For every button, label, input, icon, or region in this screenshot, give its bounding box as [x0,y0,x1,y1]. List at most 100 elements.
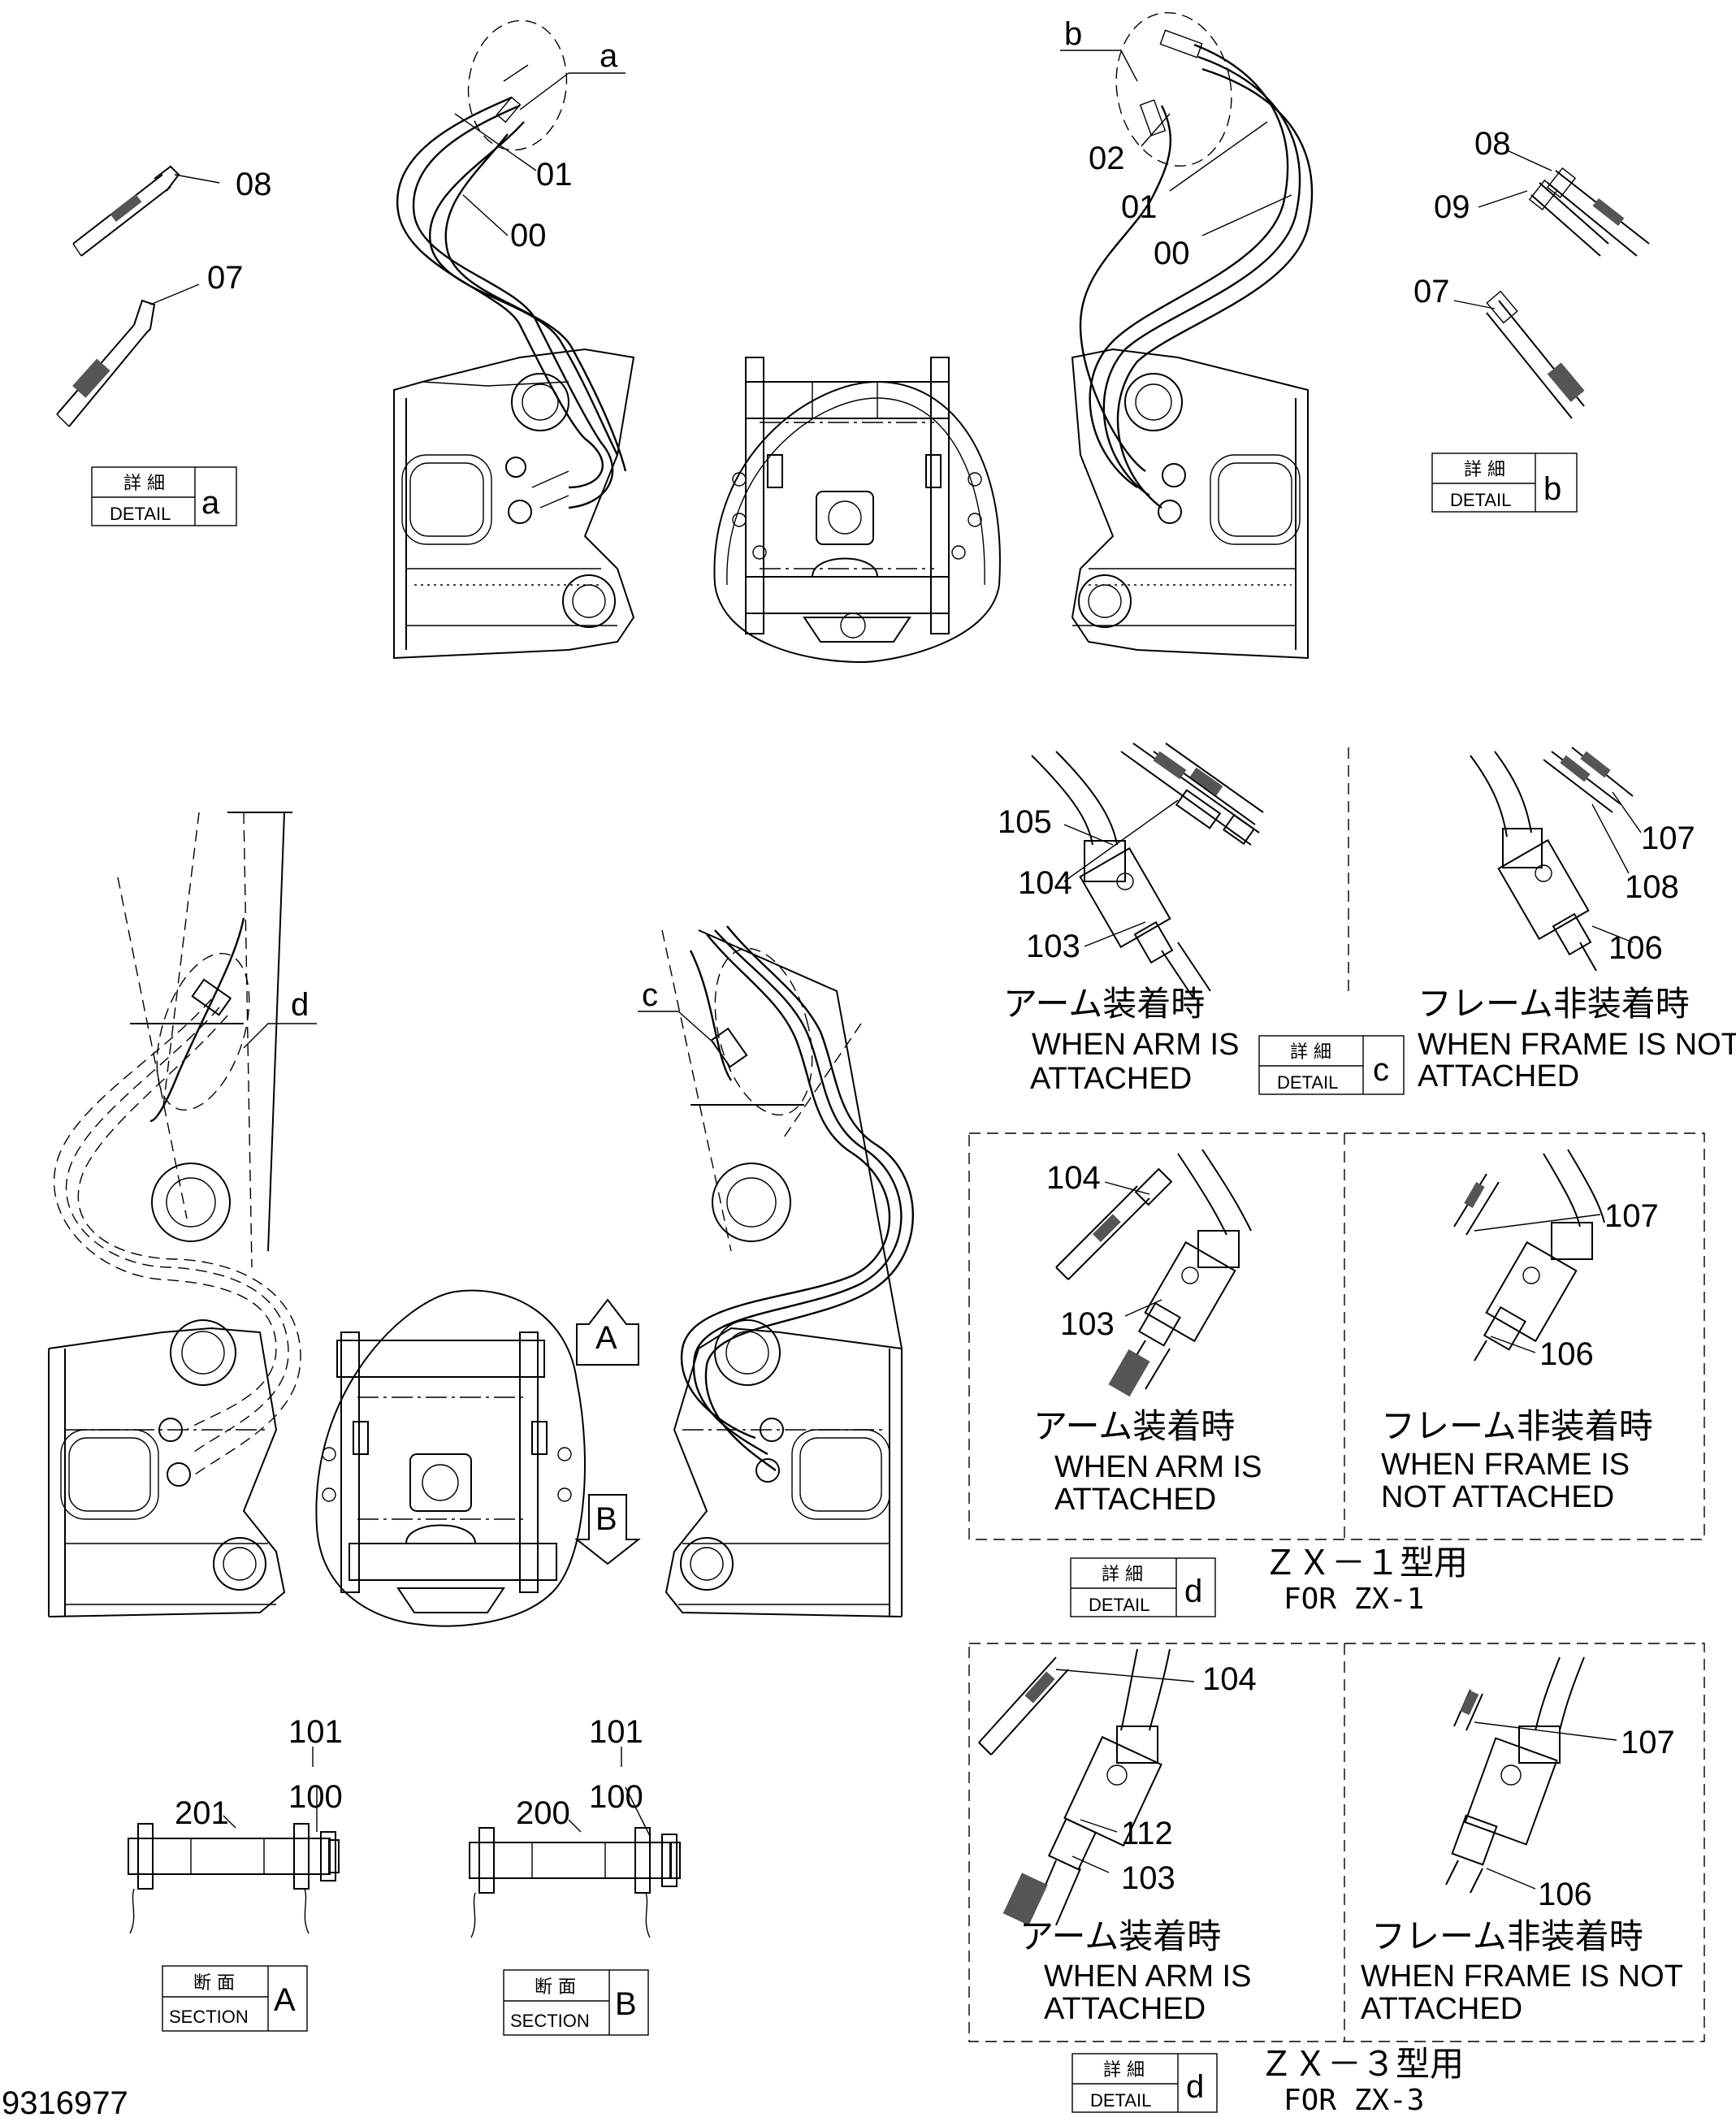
svg-text:b: b [1543,471,1561,507]
callout-detail-d1-106: 106 [1539,1336,1594,1372]
caption-d3-frame-jp: フレーム非装着時 [1371,1916,1643,1956]
callout-section-b-200: 200 [516,1795,570,1831]
caption-d3-frame-en-2: ATTACHED [1361,1992,1522,2026]
svg-text:B: B [595,1501,617,1537]
leader-d3-103 [1071,1855,1110,1873]
mid-right-boom [661,929,903,1617]
caption-zx1-jp: ＺＸ－１型用 [1263,1543,1468,1583]
detail-a-fitting-07 [56,299,156,427]
callout-top-left-01: 01 [536,157,573,193]
mid-right-hoses [680,925,914,1471]
svg-text:d: d [1186,2069,1204,2105]
callout-detail-a-07: 07 [207,260,244,296]
view-arrow-a: A [576,1298,639,1366]
callout-section-b-100: 100 [589,1779,643,1815]
callout-detail-d3-103: 103 [1121,1860,1175,1896]
callout-detail-d: d [291,987,309,1023]
callout-detail-c-105: 105 [998,804,1052,840]
section-b-drawing [469,1747,681,1938]
svg-text:SECTION: SECTION [510,2011,590,2031]
callout-detail-b-09: 09 [1434,189,1470,225]
caption-d3-arm-en-2: ATTACHED [1044,1992,1206,2026]
leader-d3-112 [1080,1819,1118,1833]
mid-center-base [315,1289,586,1627]
leader-c-103 [1084,921,1146,947]
detail-tag-b: 詳 細 DETAIL b [1431,452,1578,513]
callout-section-b-101: 101 [589,1714,643,1750]
leader-08a [174,174,220,184]
leader-07a [149,284,200,305]
section-tag-b: 断 面 SECTION B [503,1969,649,2036]
top-left-hoses [396,19,627,509]
detail-d3-right-drawing [1445,1656,1585,1894]
svg-text:詳 細: 詳 細 [123,474,165,494]
leader-09b [1478,190,1528,208]
svg-text:c: c [1373,1052,1389,1088]
callout-section-a-100: 100 [288,1779,343,1815]
detail-d1-right-drawing [1453,1149,1605,1362]
leader-d1-103 [1124,1299,1162,1317]
drawing-number: 9316977 [2,2085,128,2121]
svg-text:DETAIL: DETAIL [1450,490,1511,510]
callout-detail-a: a [600,38,618,74]
callout-detail-c-106: 106 [1608,930,1663,966]
caption-c-frame-en-1: WHEN FRAME IS NOT [1418,1028,1736,1062]
view-arrow-b: B [574,1494,641,1565]
callout-section-a-101: 101 [288,1714,343,1750]
caption-c-frame-jp: フレーム非装着時 [1418,984,1690,1024]
detail-d3-frame [968,1643,1705,2042]
top-left-frame [393,348,635,660]
caption-zx3-en: FOR ZX-3 [1284,2084,1424,2117]
svg-text:詳 細: 詳 細 [1103,2060,1145,2081]
svg-text:詳 細: 詳 細 [1464,460,1505,480]
leader-c [638,1011,716,1045]
svg-text:B: B [615,1986,637,2022]
detail-d3-left-drawing [978,1648,1171,1926]
svg-text:断 面: 断 面 [193,1973,235,1994]
callout-detail-c-103: 103 [1026,929,1080,964]
caption-d1-arm-en-1: WHEN ARM IS [1054,1450,1262,1484]
callout-detail-b-07: 07 [1413,274,1450,310]
callout-section-a-201: 201 [175,1795,229,1831]
leader-d1-107 [1474,1214,1601,1232]
callout-detail-c-108: 108 [1625,869,1679,905]
caption-c-arm-en-1: WHEN ARM IS [1032,1028,1239,1062]
detail-b-fittings [1486,167,1650,419]
svg-text:a: a [201,485,220,521]
caption-c-arm-en-2: ATTACHED [1030,1062,1192,1096]
leader-08b [1506,149,1552,171]
leader-d [243,1023,317,1049]
caption-d3-frame-en-1: WHEN FRAME IS NOT [1361,1959,1683,1994]
callout-detail-b: b [1064,16,1082,52]
caption-d3-arm-jp: アーム装着時 [1020,1916,1221,1956]
caption-c-arm-jp: アーム装着時 [1003,984,1205,1024]
callout-detail-c-107: 107 [1641,821,1695,856]
svg-text:詳 細: 詳 細 [1290,1042,1331,1063]
leader-d1-106 [1490,1336,1536,1353]
leader-d1-104 [1104,1181,1150,1195]
svg-text:断 面: 断 面 [535,1977,576,1998]
svg-text:A: A [595,1320,617,1356]
top-left-leaders [454,72,626,236]
callout-detail-d3-107: 107 [1621,1725,1675,1760]
callout-detail-c: c [642,977,658,1013]
callout-detail-d1-104: 104 [1046,1160,1101,1196]
top-right-frame [1071,348,1309,660]
detail-tag-c: 詳 細 DETAIL c [1258,1035,1405,1095]
mid-left-hoses [53,917,301,1475]
section-tag-a: 断 面 SECTION A [162,1965,308,2032]
detail-d1-left-drawing [1055,1149,1252,1397]
top-center-base [713,357,1001,664]
leader-d3-107 [1474,1721,1617,1741]
callout-detail-d1-103: 103 [1060,1306,1115,1342]
mid-left-boom [48,812,292,1617]
leader-c-105 [1063,824,1114,846]
callout-detail-c-104: 104 [1018,865,1072,901]
caption-d1-frame-jp: フレーム非装着時 [1381,1406,1653,1446]
svg-text:DETAIL: DETAIL [1277,1072,1338,1093]
svg-text:d: d [1184,1574,1202,1609]
caption-d1-arm-jp: アーム装着時 [1033,1406,1235,1446]
leader-d3-106 [1486,1868,1536,1890]
detail-c-right-drawing [1470,747,1634,972]
